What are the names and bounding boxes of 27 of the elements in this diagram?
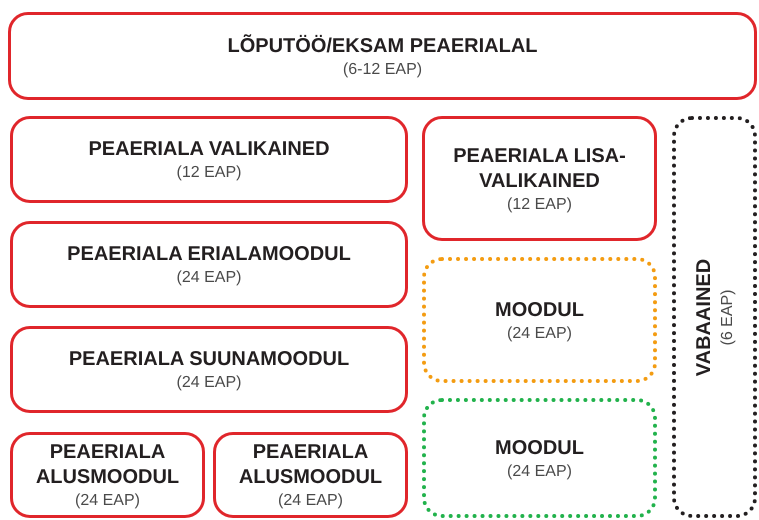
module-title: PEAERIALA ALUSMOODUL — [34, 440, 180, 490]
module-title: MOODUL — [495, 298, 584, 322]
module-title: PEAERIALA ERIALAMOODUL — [67, 242, 351, 267]
credit-points: (24 EAP) — [507, 324, 572, 342]
module-box — [213, 432, 408, 518]
module-title: MOODUL — [495, 436, 584, 460]
credit-points: (24 EAP) — [278, 492, 343, 510]
credit-points: (6-12 EAP) — [342, 60, 422, 78]
credit-points: (6 EAP) — [719, 289, 737, 345]
module-title: PEAERIALA LISA-VALIKAINED — [452, 144, 627, 194]
credit-points: (12 EAP) — [507, 196, 572, 214]
credit-points: (24 EAP) — [507, 462, 572, 480]
module-box — [10, 116, 408, 203]
module-box — [8, 12, 757, 100]
credit-points: (24 EAP) — [176, 269, 242, 287]
module-box — [10, 432, 205, 518]
credit-points: (24 EAP) — [75, 492, 140, 510]
credit-points: (24 EAP) — [176, 374, 242, 392]
module-title: PEAERIALA SUUNAMOODUL — [68, 347, 350, 372]
module-title: PEAERIALA ALUSMOODUL — [238, 440, 384, 490]
module-box — [10, 221, 408, 308]
module-title: LÕPUTÖÖ/EKSAM PEAERIALAL — [227, 34, 538, 58]
module-box — [422, 116, 657, 241]
module-title: PEAERIALA VALIKAINED — [88, 137, 330, 162]
credit-points: (12 EAP) — [176, 164, 242, 182]
module-box — [10, 326, 408, 413]
module-title: VABAAINED — [692, 258, 716, 376]
